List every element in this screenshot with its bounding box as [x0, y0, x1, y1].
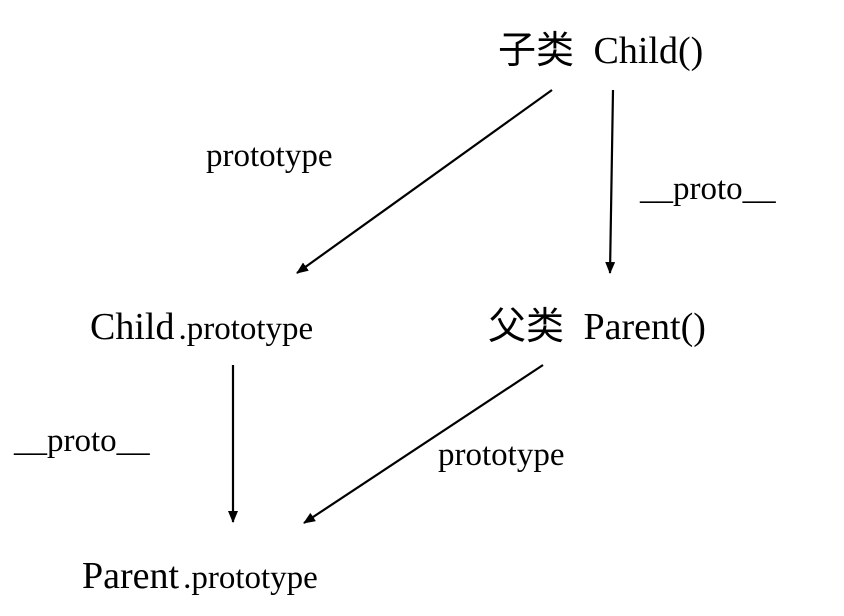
parent-prototype-name: Parent — [82, 555, 180, 597]
child-constructor-label: 子类 Child() — [498, 30, 703, 72]
arrow-child-to-child-prototype — [296, 89, 553, 274]
child-prototype-label: Child .prototype — [90, 306, 313, 348]
arrow-parent-constructor-to-parent-prototype — [303, 364, 544, 524]
child-prototype-name: Child — [90, 306, 174, 348]
node-parent-prototype: Parent .prototype — [82, 555, 318, 597]
node-child-prototype: Child .prototype — [90, 306, 313, 348]
parent-prototype-label: Parent .prototype — [82, 555, 318, 597]
parent-constructor-cn-label: 父类 — [488, 306, 564, 348]
node-parent-constructor: 父类 Parent() — [488, 306, 706, 348]
edge-label-proto-2: __proto__ — [13, 423, 150, 459]
edge-child-to-parent-constructor: __proto__ — [605, 89, 776, 274]
parent-constructor-name: Parent() — [584, 306, 706, 348]
child-constructor-cn-label: 子类 — [498, 30, 574, 72]
arrow-child-to-parent-constructor — [605, 89, 616, 274]
edge-child-to-child-prototype: prototype — [206, 89, 553, 274]
child-constructor-name: Child() — [594, 30, 704, 72]
edge-label-prototype-2: prototype — [438, 437, 564, 473]
parent-constructor-label: 父类 Parent() — [488, 306, 706, 348]
node-child-constructor: 子类 Child() — [498, 30, 703, 72]
parent-prototype-suffix: .prototype — [183, 560, 318, 596]
edge-label-prototype-1: prototype — [206, 138, 332, 174]
edge-label-proto-1: __proto__ — [639, 171, 776, 207]
child-prototype-suffix: .prototype — [178, 311, 313, 347]
edge-parent-constructor-to-parent-prototype: prototype — [303, 364, 564, 524]
edge-child-prototype-to-parent-prototype: __proto__ — [13, 365, 238, 523]
